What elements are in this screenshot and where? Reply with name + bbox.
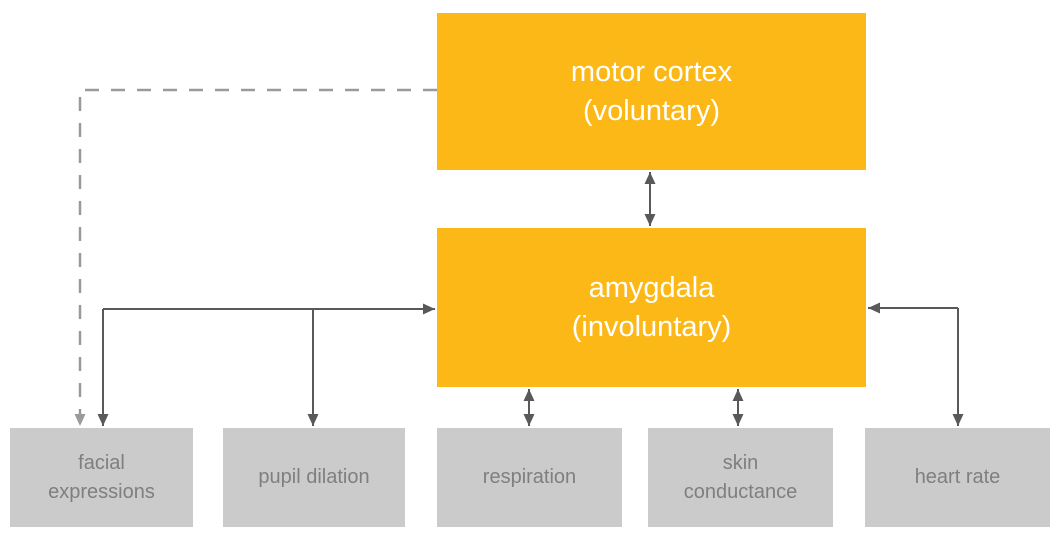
node-facial-expressions-label: facial expressions — [48, 452, 155, 503]
node-pupil-dilation-label: pupil dilation — [258, 466, 370, 489]
node-motor-cortex: motor cortex (voluntary) — [437, 13, 866, 170]
node-facial-expressions: facial expressions — [10, 428, 193, 527]
node-amygdala-label: amygdala (involuntary) — [571, 272, 732, 343]
node-amygdala: amygdala (involuntary) — [437, 228, 866, 387]
node-pupil-dilation: pupil dilation — [223, 428, 405, 527]
node-skin-conductance-label: skin conductance — [683, 452, 798, 503]
node-motor-cortex-label: motor cortex (voluntary) — [570, 56, 733, 127]
node-heart-rate: heart rate — [865, 428, 1050, 527]
edge-motor-cortex-facial-expressions — [74, 88, 437, 426]
node-respiration-label: respiration — [482, 466, 577, 489]
node-skin-conductance: skin conductance — [648, 428, 833, 527]
node-respiration: respiration — [437, 428, 622, 527]
node-heart-rate-label: heart rate — [914, 466, 1001, 489]
